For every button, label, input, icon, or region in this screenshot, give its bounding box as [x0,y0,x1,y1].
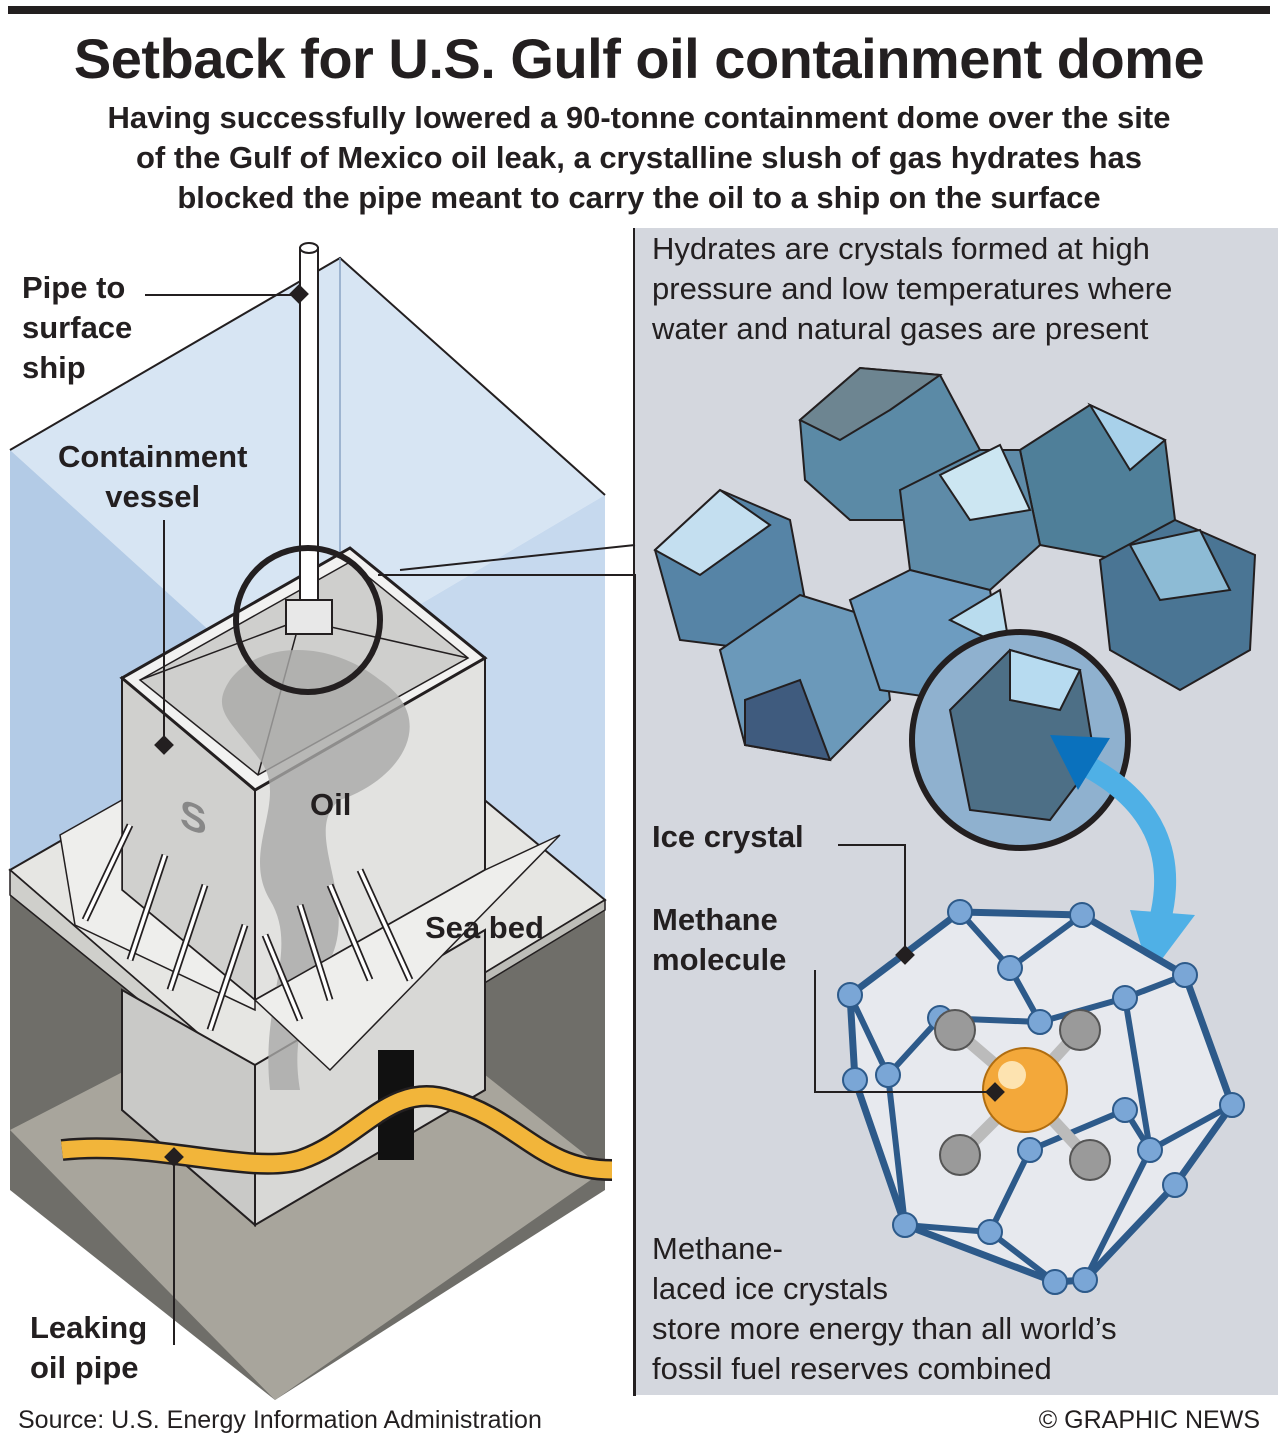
text-line: store more energy than all world’s [652,1311,1117,1346]
label-methane-molecule: Methane molecule [652,900,786,980]
text-line: fossil fuel reserves combined [652,1351,1052,1386]
label-ice-crystal: Ice crystal [652,819,804,854]
text-line: water and natural gases are present [652,311,1149,346]
label-sea-bed: Sea bed [425,910,544,945]
energy-description: Methane- laced ice crystals store more e… [652,1229,1117,1389]
double-arrow [1070,750,1177,923]
hydrate-crystal-cluster [653,366,1257,762]
subtitle: Having successfully lowered a 90-tonne c… [20,98,1258,218]
label-line: ship [22,350,86,385]
hydrates-description: Hydrates are crystals formed at high pre… [652,229,1172,349]
text-line: laced ice crystals [652,1271,889,1306]
label-line: surface [22,310,133,345]
label-line: Methane [652,902,778,937]
label-line: Leaking [30,1310,148,1345]
label-line: oil pipe [30,1350,139,1385]
label-line: vessel [105,479,201,514]
top-rule [8,6,1270,14]
credit: © GRAPHIC NEWS [1038,1406,1260,1434]
source-note: Source: U.S. Energy Information Administ… [18,1406,542,1434]
label-oil: Oil [310,787,352,822]
text-line: Methane- [652,1231,783,1266]
label-line: Containment [58,439,248,474]
magnifier-circle [233,545,383,695]
label-leaking-oil-pipe: Leaking oil pipe [30,1308,147,1388]
subtitle-line: Having successfully lowered a 90-tonne c… [107,100,1171,135]
subtitle-line: blocked the pipe meant to carry the oil … [177,180,1101,215]
label-line: Pipe to [22,270,126,305]
label-pipe-to-surface: Pipe to surface ship [22,268,132,388]
oil-plume [221,650,410,1090]
methane-molecule [934,1009,1111,1181]
label-line: molecule [652,942,787,977]
text-line: pressure and low temperatures where [652,271,1173,306]
subtitle-line: of the Gulf of Mexico oil leak, a crysta… [135,140,1143,175]
text-line: Hydrates are crystals formed at high [652,231,1150,266]
page-title: Setback for U.S. Gulf oil containment do… [73,27,1205,90]
vessel-mark: S [180,791,207,845]
pipe-to-surface [299,247,319,609]
label-containment-vessel: Containment vessel [58,437,247,517]
